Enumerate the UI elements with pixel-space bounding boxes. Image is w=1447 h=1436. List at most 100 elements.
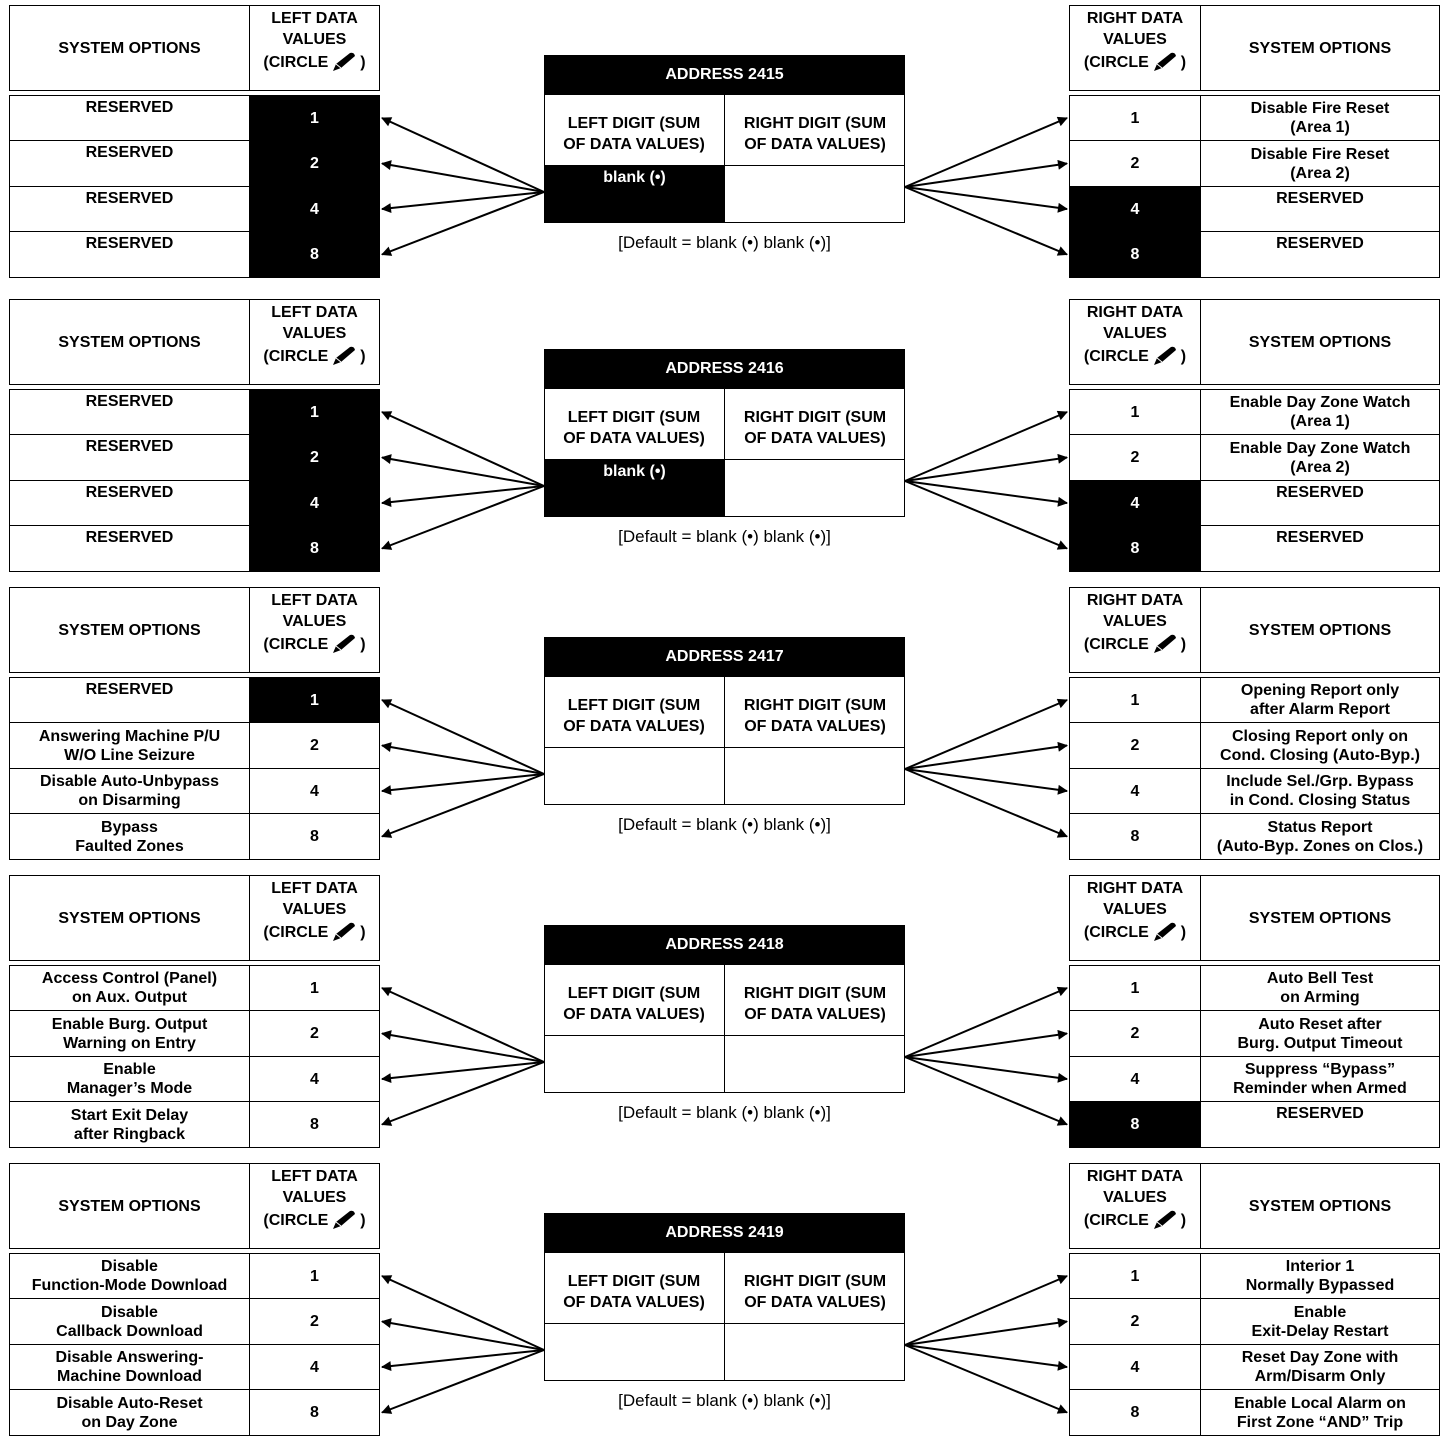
left-data-values-label: LEFT DATA VALUES [271,880,358,918]
left-option-8: RESERVED [9,525,250,572]
circle-label: (CIRCLE [263,347,329,365]
circle-instruction: (CIRCLE) [263,51,366,73]
right-option-8: Status Report (Auto-Byp. Zones on Clos.) [1200,813,1440,860]
left-option-1: RESERVED [9,95,250,141]
left-value-8[interactable]: 8 [249,1101,380,1148]
circle-close: ) [360,923,366,941]
left-digit-entry[interactable] [544,1035,725,1093]
left-option-1: RESERVED [9,389,250,435]
circle-label: (CIRCLE [263,635,329,653]
right-digit-entry[interactable] [725,747,905,805]
right-option-2: Closing Report only on Cond. Closing (Au… [1200,722,1440,769]
left-value-4[interactable]: 4 [249,1056,380,1102]
right-value-8[interactable]: 8 [1069,231,1201,278]
left-digit-entry[interactable]: blank (•) [544,165,725,223]
right-value-1[interactable]: 1 [1069,95,1201,141]
right-option-2: Auto Reset after Burg. Output Timeout [1200,1010,1440,1057]
right-system-options-header: SYSTEM OPTIONS [1200,875,1440,961]
right-value-4[interactable]: 4 [1069,480,1201,526]
left-data-values-header: LEFT DATA VALUES(CIRCLE) [249,5,380,91]
default-note: [Default = blank (•) blank (•)] [618,527,831,546]
right-value-1[interactable]: 1 [1069,677,1201,723]
left-option-4: RESERVED [9,186,250,232]
left-value-1[interactable]: 1 [249,965,380,1011]
right-option-4: RESERVED [1200,186,1440,232]
right-system-options-header: SYSTEM OPTIONS [1200,1163,1440,1249]
left-system-options-header: SYSTEM OPTIONS [9,587,250,673]
left-value-1[interactable]: 1 [249,677,380,723]
circle-instruction: (CIRCLE) [263,345,366,367]
right-digit-entry[interactable] [725,165,905,223]
right-digit-entry[interactable] [725,1323,905,1381]
right-value-8[interactable]: 8 [1069,525,1201,572]
left-digit-header: LEFT DIGIT (SUM OF DATA VALUES) [563,1273,705,1311]
right-value-8[interactable]: 8 [1069,813,1201,860]
left-digit-entry[interactable] [544,1323,725,1381]
right-digit-entry[interactable] [725,459,905,517]
right-value-8[interactable]: 8 [1069,1389,1201,1436]
left-value-8[interactable]: 8 [249,525,380,572]
left-data-values-header: LEFT DATA VALUES(CIRCLE) [249,299,380,385]
left-data-values-header: LEFT DATA VALUES(CIRCLE) [249,875,380,961]
left-value-2[interactable]: 2 [249,1298,380,1345]
left-value-4[interactable]: 4 [249,480,380,526]
left-option-8: Bypass Faulted Zones [9,813,250,860]
left-value-8[interactable]: 8 [249,813,380,860]
left-value-2[interactable]: 2 [249,722,380,769]
circle-instruction: (CIRCLE) [1084,921,1186,943]
left-digit-entry[interactable] [544,747,725,805]
right-digit-entry[interactable] [725,1035,905,1093]
default-note: [Default = blank (•) blank (•)] [618,1103,831,1122]
right-value-2[interactable]: 2 [1069,1298,1201,1345]
right-value-8[interactable]: 8 [1069,1101,1201,1148]
pencil-icon [333,52,356,71]
default-note: [Default = blank (•) blank (•)] [618,233,831,252]
right-value-2[interactable]: 2 [1069,722,1201,769]
right-data-values-label: RIGHT DATA VALUES [1086,880,1184,918]
right-value-1[interactable]: 1 [1069,1253,1201,1299]
left-value-4[interactable]: 4 [249,186,380,232]
circle-label: (CIRCLE [263,53,329,71]
right-option-8: RESERVED [1200,231,1440,278]
right-value-4[interactable]: 4 [1069,1344,1201,1390]
left-value-2[interactable]: 2 [249,140,380,187]
right-value-1[interactable]: 1 [1069,965,1201,1011]
circle-label: (CIRCLE [1083,53,1149,71]
right-option-1: Auto Bell Test on Arming [1200,965,1440,1011]
left-data-values-label: LEFT DATA VALUES [271,1168,358,1206]
pencil-icon [1153,1210,1176,1229]
left-digit-entry[interactable]: blank (•) [544,459,725,517]
pencil-icon [333,634,356,653]
circle-instruction: (CIRCLE) [1084,51,1186,73]
left-value-2[interactable]: 2 [249,434,380,481]
right-value-4[interactable]: 4 [1069,768,1201,814]
left-value-1[interactable]: 1 [249,95,380,141]
left-value-2[interactable]: 2 [249,1010,380,1057]
right-digit-header: RIGHT DIGIT (SUM OF DATA VALUES) [743,1273,887,1311]
left-option-4: Disable Auto-Unbypass on Disarming [9,768,250,814]
right-value-2[interactable]: 2 [1069,1010,1201,1057]
left-system-options-header: SYSTEM OPTIONS [9,875,250,961]
divider [724,1253,725,1381]
right-value-4[interactable]: 4 [1069,1056,1201,1102]
left-value-8[interactable]: 8 [249,231,380,278]
left-value-4[interactable]: 4 [249,1344,380,1390]
circle-label: (CIRCLE [1083,923,1149,941]
left-value-4[interactable]: 4 [249,768,380,814]
right-digit-header: RIGHT DIGIT (SUM OF DATA VALUES) [743,697,887,735]
right-value-2[interactable]: 2 [1069,140,1201,187]
divider [724,965,725,1093]
left-digit-header: LEFT DIGIT (SUM OF DATA VALUES) [563,115,705,153]
left-value-1[interactable]: 1 [249,1253,380,1299]
left-value-1[interactable]: 1 [249,389,380,435]
right-value-2[interactable]: 2 [1069,434,1201,481]
circle-close: ) [1180,347,1187,365]
right-value-1[interactable]: 1 [1069,389,1201,435]
right-option-1: Interior 1 Normally Bypassed [1200,1253,1440,1299]
right-value-4[interactable]: 4 [1069,186,1201,232]
right-option-1: Disable Fire Reset (Area 1) [1200,95,1440,141]
circle-close: ) [1180,1211,1187,1229]
